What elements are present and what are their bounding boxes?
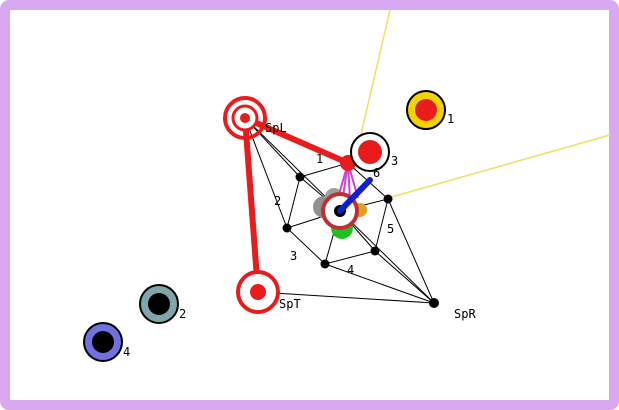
edge-label: 4 xyxy=(347,263,354,277)
token-3-label: 3 xyxy=(391,154,398,168)
edge-label: 6 xyxy=(373,166,380,180)
graph-nodes xyxy=(282,172,439,308)
edge-label: 1 xyxy=(316,152,323,166)
graph-node[interactable] xyxy=(282,223,292,233)
token-4[interactable] xyxy=(83,322,123,362)
token-2[interactable] xyxy=(139,284,179,324)
spl-marker[interactable] xyxy=(223,96,267,140)
spt-marker[interactable] xyxy=(236,270,280,314)
graph-node[interactable] xyxy=(383,194,393,204)
spl-label: SpL xyxy=(265,121,287,135)
graph-node[interactable] xyxy=(295,172,305,182)
center-cluster xyxy=(313,162,373,239)
token-2-label: 2 xyxy=(179,307,186,321)
graph-node[interactable] xyxy=(320,259,330,269)
graph-node[interactable] xyxy=(370,246,380,256)
ray-line xyxy=(387,134,611,199)
spr-node[interactable] xyxy=(429,298,439,308)
edge-label: 5 xyxy=(387,222,394,236)
token-4-label: 4 xyxy=(123,345,130,359)
token-3[interactable] xyxy=(350,132,390,172)
spt-label: SpT xyxy=(279,297,301,311)
token-1[interactable] xyxy=(406,90,446,130)
spr-label: SpR xyxy=(454,307,476,321)
edge-label: 3 xyxy=(290,249,297,263)
direction-bar xyxy=(337,177,373,214)
edge-label: 2 xyxy=(274,194,281,208)
token-1-label: 1 xyxy=(447,112,454,126)
